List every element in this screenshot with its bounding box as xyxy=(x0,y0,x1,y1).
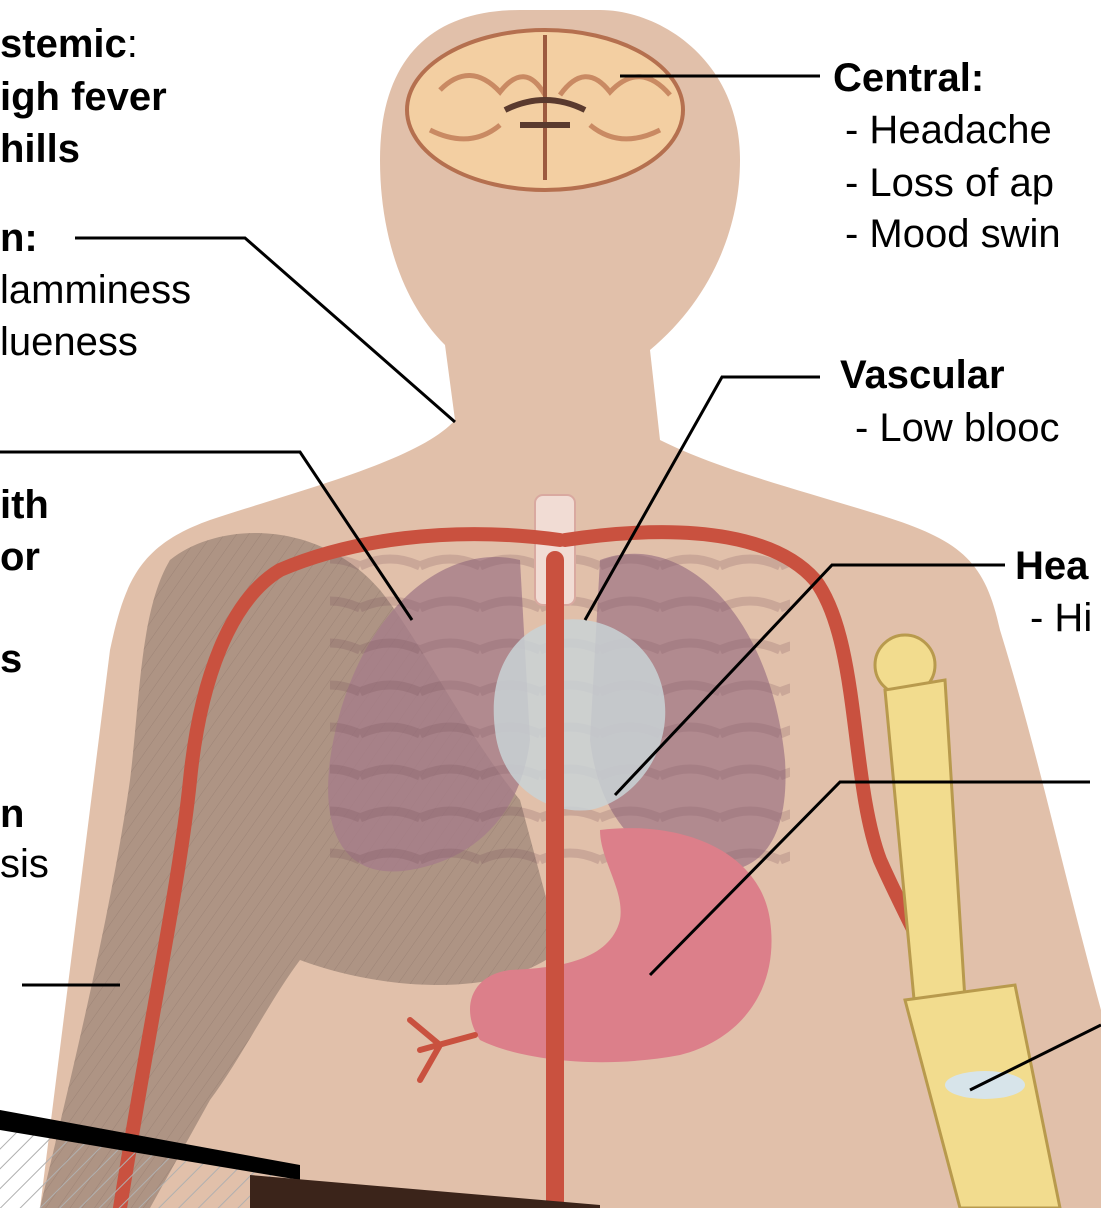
muscle-item-1: sis xyxy=(0,838,49,890)
skin-item-1: lamminess xyxy=(0,264,191,316)
lungs-item-2: or xyxy=(0,531,40,583)
vascular-item-1: - Low blooc xyxy=(855,402,1060,454)
lungs-item-1: ith xyxy=(0,479,49,531)
systemic-item-1: igh fever xyxy=(0,71,167,123)
brain-illustration xyxy=(407,30,683,190)
heart-item-1: - Hi xyxy=(1030,592,1092,644)
skin-item-2: lueness xyxy=(0,316,138,368)
systemic-title: stemic: xyxy=(0,18,138,70)
heart-title: Hea xyxy=(1015,540,1088,592)
systemic-item-2: hills xyxy=(0,123,80,175)
central-item-1: - Headache xyxy=(845,104,1052,156)
muscle-title: n xyxy=(0,788,24,840)
lungs-item-3: s xyxy=(0,633,22,685)
central-title: Central: xyxy=(833,52,984,104)
central-item-3: - Mood swin xyxy=(845,208,1061,260)
vascular-title: Vascular xyxy=(840,349,1005,401)
skin-title: n: xyxy=(0,212,38,264)
central-item-2: - Loss of ap xyxy=(845,157,1054,209)
